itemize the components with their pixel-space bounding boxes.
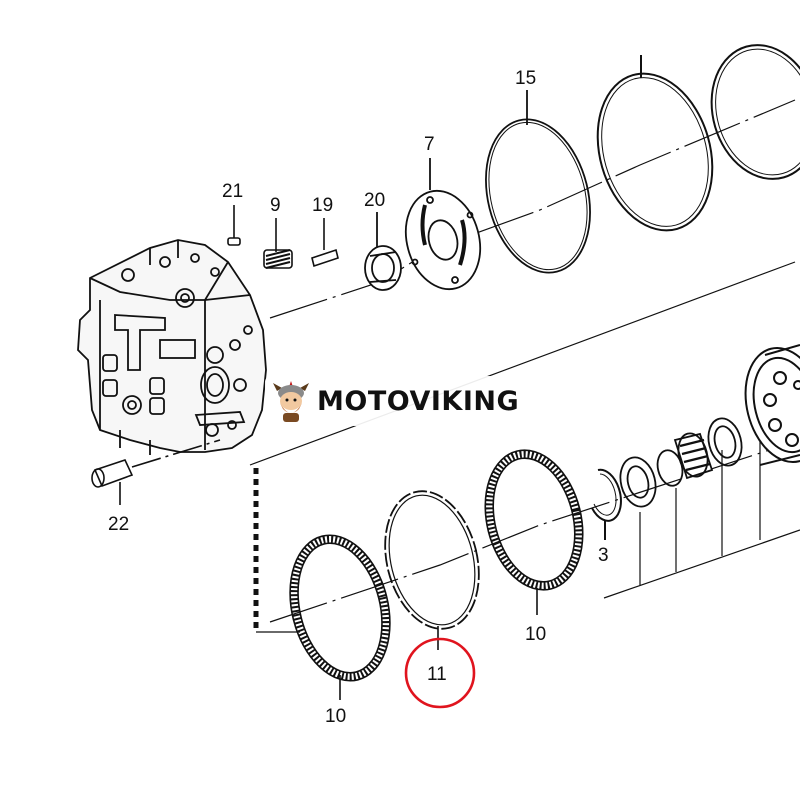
pin-part-21	[227, 205, 241, 246]
o-ring-part-15	[485, 90, 591, 274]
callout-20: 20	[364, 190, 385, 211]
callout-10-right: 10	[525, 624, 546, 645]
snap-ring-part-3	[591, 468, 622, 540]
callout-10-left: 10	[325, 706, 346, 727]
lower-axis-line	[269, 439, 800, 623]
callout-19: 19	[312, 195, 333, 216]
callout-11: 11	[427, 664, 447, 685]
dashed-bracket	[253, 468, 300, 633]
watermark-text: MOTOVIKING	[317, 385, 520, 417]
washer-right	[707, 417, 743, 467]
bolt-part-22	[91, 439, 221, 505]
valve-block-housing	[77, 239, 267, 455]
pin-part-19	[311, 218, 339, 268]
large-ring-upper-right	[710, 44, 800, 180]
watermark: MOTOVIKING	[265, 376, 537, 426]
callout-22: 22	[108, 514, 129, 535]
spring-part-9	[263, 218, 293, 269]
spring-assembly	[656, 432, 714, 487]
friction-plate-part-10-right	[484, 449, 584, 615]
callout-3: 3	[598, 545, 609, 566]
highlight-circle	[404, 637, 476, 709]
upper-axis-line	[269, 99, 796, 319]
viking-mascot-icon	[273, 381, 309, 422]
bearing-part-20	[364, 212, 402, 291]
washer-small	[619, 456, 657, 508]
cylinder-block	[744, 344, 800, 466]
callout-21: 21	[222, 181, 243, 202]
callout-15: 15	[515, 68, 536, 89]
friction-plate-part-10-left	[289, 534, 391, 700]
valve-plate-part-7	[404, 158, 482, 291]
callout-9: 9	[270, 195, 281, 216]
assembly-boundary-lines	[249, 261, 800, 599]
callout-7: 7	[424, 134, 435, 155]
large-ring-upper	[596, 55, 714, 232]
